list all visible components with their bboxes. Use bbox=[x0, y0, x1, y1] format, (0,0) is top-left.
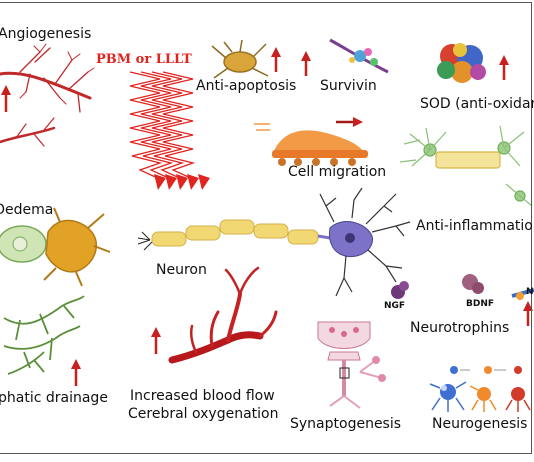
label-lymphatic-drainage: phatic drainage bbox=[0, 390, 108, 406]
cell-migration-icon bbox=[254, 117, 368, 166]
label-neuron: Neuron bbox=[156, 262, 207, 278]
synapse-icon bbox=[317, 321, 386, 409]
label-cell-migration: Cell migration bbox=[288, 164, 387, 180]
laser-arrowheads-icon bbox=[154, 174, 210, 190]
label-oedema: Oedema bbox=[0, 202, 54, 218]
angiogenesis-vessels-icon bbox=[0, 43, 95, 147]
label-nt-partial: N bbox=[526, 287, 534, 297]
sod-enzyme-icon bbox=[437, 43, 486, 83]
neurotrophin-proteins-icon bbox=[391, 274, 534, 300]
label-sod: SOD (anti-oxidant) bbox=[420, 96, 534, 112]
label-pbm: PBM or LLLT bbox=[96, 52, 192, 67]
label-anti-inflammation: Anti-inflammation bbox=[416, 218, 534, 234]
neurogenesis-cells-icon bbox=[429, 366, 531, 412]
blood-vessel-icon bbox=[168, 266, 278, 364]
label-blood-flow-line1: Increased blood flow bbox=[130, 388, 275, 404]
lymphatic-vessels-icon bbox=[3, 295, 85, 375]
apoptotic-cell-icon bbox=[211, 39, 269, 79]
label-neurotrophins: Neurotrophins bbox=[410, 320, 510, 336]
label-synaptogenesis: Synaptogenesis bbox=[290, 416, 402, 432]
label-neurogenesis: Neurogenesis bbox=[432, 416, 528, 432]
label-survivin: Survivin bbox=[320, 78, 377, 94]
oedema-cells-icon bbox=[0, 207, 111, 287]
survivin-protein-icon bbox=[329, 38, 389, 74]
label-bdnf: BDNF bbox=[466, 299, 495, 309]
label-angiogenesis: Angiogenesis bbox=[0, 26, 92, 42]
microglia-icon bbox=[399, 125, 533, 207]
label-anti-apoptosis: Anti-apoptosis bbox=[196, 78, 297, 94]
laser-beams-icon bbox=[129, 71, 196, 181]
label-ngf: NGF bbox=[384, 301, 406, 311]
upregulation-arrows bbox=[1, 47, 533, 386]
neuron-icon bbox=[137, 187, 411, 297]
label-blood-flow-line2: Cerebral oxygenation bbox=[128, 406, 279, 422]
